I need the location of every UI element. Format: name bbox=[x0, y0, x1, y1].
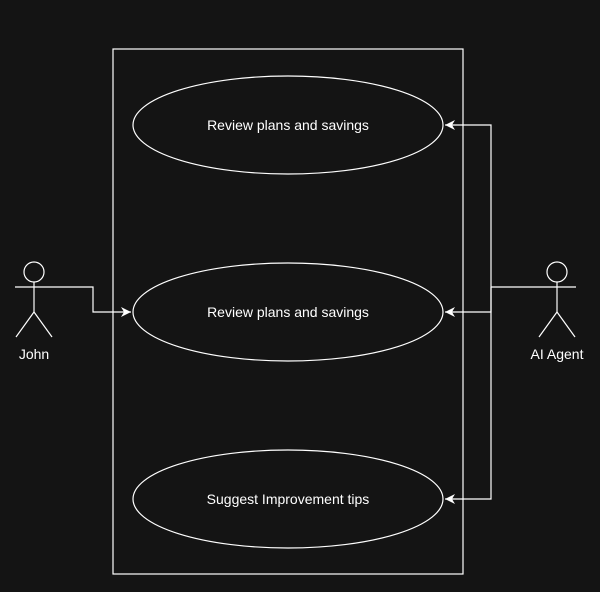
connector-agent-to-use-case-3[interactable] bbox=[445, 287, 492, 504]
actor-ai-agent-right-leg bbox=[556, 311, 576, 338]
actor-ai-agent-head bbox=[546, 261, 568, 283]
use-case-1-ellipse bbox=[132, 75, 444, 175]
actor-john-left-leg bbox=[15, 311, 35, 338]
use-case-3-ellipse bbox=[132, 449, 444, 549]
use-case-2[interactable]: Review plans and savings bbox=[132, 262, 444, 362]
use-case-2-ellipse bbox=[132, 262, 444, 362]
connector-agent-to-use-case-1[interactable] bbox=[445, 120, 492, 287]
actor-john-head bbox=[23, 261, 45, 283]
actor-john[interactable]: John bbox=[15, 261, 53, 362]
actor-ai-agent-left-leg bbox=[538, 311, 558, 338]
use-case-2-label: Review plans and savings bbox=[207, 304, 369, 320]
connector-john-to-use-case-2[interactable] bbox=[53, 286, 131, 317]
use-case-3[interactable]: Suggest Improvement tips bbox=[132, 449, 444, 549]
actor-ai-agent-label: AI Agent bbox=[531, 346, 584, 362]
actor-john-label: John bbox=[19, 346, 49, 362]
actor-ai-agent[interactable]: AI Agent bbox=[531, 261, 584, 362]
connector-agent-to-use-case-2[interactable] bbox=[445, 287, 492, 317]
use-case-1-label: Review plans and savings bbox=[207, 117, 369, 133]
use-case-1[interactable]: Review plans and savings bbox=[132, 75, 444, 175]
use-case-3-label: Suggest Improvement tips bbox=[207, 491, 370, 507]
actor-john-right-leg bbox=[33, 311, 53, 338]
